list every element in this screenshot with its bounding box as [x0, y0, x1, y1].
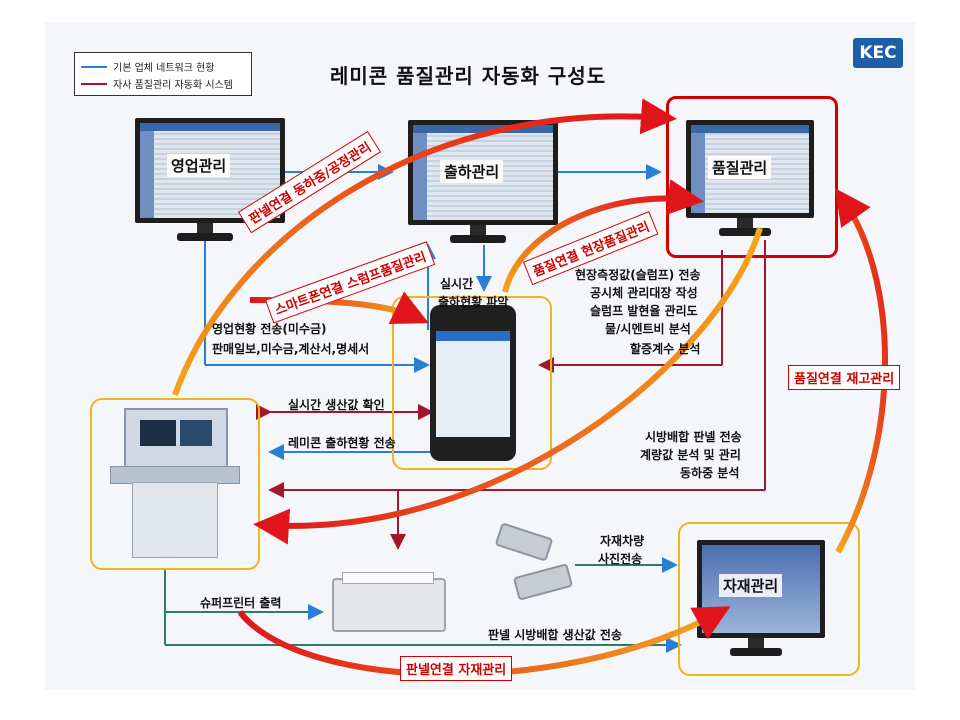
text-sales-send-2: 판매일보,미수금,계산서,명세서 [212, 342, 370, 356]
console-screen-left [140, 420, 176, 446]
kec-logo: KEC [853, 38, 903, 68]
label-quality-inventory: 품질연결 재고관리 [788, 365, 901, 390]
monitor-base [177, 233, 233, 241]
monitor-base [450, 235, 506, 243]
console-panel [124, 408, 228, 470]
spec-list-item: 시방배합 판넬 전송 [645, 430, 742, 444]
printer[interactable] [332, 572, 446, 632]
text-realtime-prod: 실시간 생산값 확인 [288, 398, 385, 412]
arc-inventory [835, 188, 888, 554]
quality-label: 품질관리 [708, 156, 772, 179]
control-console[interactable] [104, 408, 244, 558]
arc-quality-console [253, 227, 763, 545]
monitor-stand [737, 218, 753, 228]
materials-monitor[interactable]: 자재관리 [697, 540, 827, 658]
legend: 기본 업체 네트워크 현황 자사 품질관리 자동화 시스템 [74, 52, 252, 96]
sales-label: 영업관리 [167, 154, 231, 177]
smartphone-highlight-box [392, 296, 552, 470]
spec-list-item: 동하중 분석 [680, 466, 740, 480]
legend-label: 기본 업체 네트워크 현황 [113, 63, 215, 74]
legend-item-system: 자사 품질관리 자동화 시스템 [81, 76, 233, 91]
quality-monitor[interactable]: 품질관리 [686, 120, 816, 238]
console-highlight-box [90, 398, 260, 570]
text-printer-out: 슈퍼프린터 출력 [200, 596, 282, 610]
shipping-screen [408, 120, 558, 225]
arc-quality-field [502, 179, 704, 293]
quality-list-item: 할증계수 분석 [630, 342, 701, 356]
monitor-base [730, 648, 782, 656]
legend-line-blue [81, 65, 107, 68]
monitor-stand [470, 225, 486, 235]
label-panel-materials: 판넬연결 자재관리 [400, 656, 513, 681]
shipping-label: 출하관리 [440, 160, 504, 183]
arc-panel-batch [172, 98, 677, 397]
quality-list-item: 물/시멘트비 분석 [605, 322, 691, 336]
spec-list-item: 계량값 분석 및 관리 [640, 448, 741, 462]
text-vehicle-1: 자재차량 [600, 534, 645, 548]
monitor-stand [748, 638, 764, 648]
shipping-monitor[interactable]: 출하관리 [408, 120, 558, 245]
text-vehicle-2: 사진전송 [598, 552, 643, 566]
text-realtime-ship-1: 실시간 [440, 277, 474, 291]
printer-paper [342, 572, 434, 584]
text-realtime-ship-2: 출하현황 파악 [438, 295, 509, 309]
text-remicon-ship: 레미콘 출하현황 전송 [288, 436, 396, 450]
quality-list-item: 슬럼프 발현율 관리도 [590, 304, 698, 318]
text-sales-send-1: 영업현황 전송(미수금) [212, 322, 327, 336]
legend-line-red [81, 82, 107, 85]
console-cabinet [132, 482, 218, 558]
monitor-stand [197, 223, 213, 233]
smartphone[interactable] [430, 305, 516, 461]
text-panel-spec: 판넬 시방배합 생산값 전송 [488, 628, 622, 642]
materials-label: 자재관리 [719, 574, 783, 597]
smartphone-screen [436, 331, 510, 437]
quality-list-item: 현장측정값(슬럼프) 전송 [575, 268, 701, 282]
legend-label: 자사 품질관리 자동화 시스템 [113, 80, 233, 91]
page-title: 레미콘 품질관리 자동화 구성도 [330, 64, 607, 88]
quality-list-item: 공시체 관리대장 작성 [590, 286, 698, 300]
monitor-base [719, 228, 771, 236]
materials-highlight-box [678, 522, 860, 676]
console-screen-right [180, 420, 212, 446]
legend-item-network: 기본 업체 네트워크 현황 [81, 59, 215, 74]
